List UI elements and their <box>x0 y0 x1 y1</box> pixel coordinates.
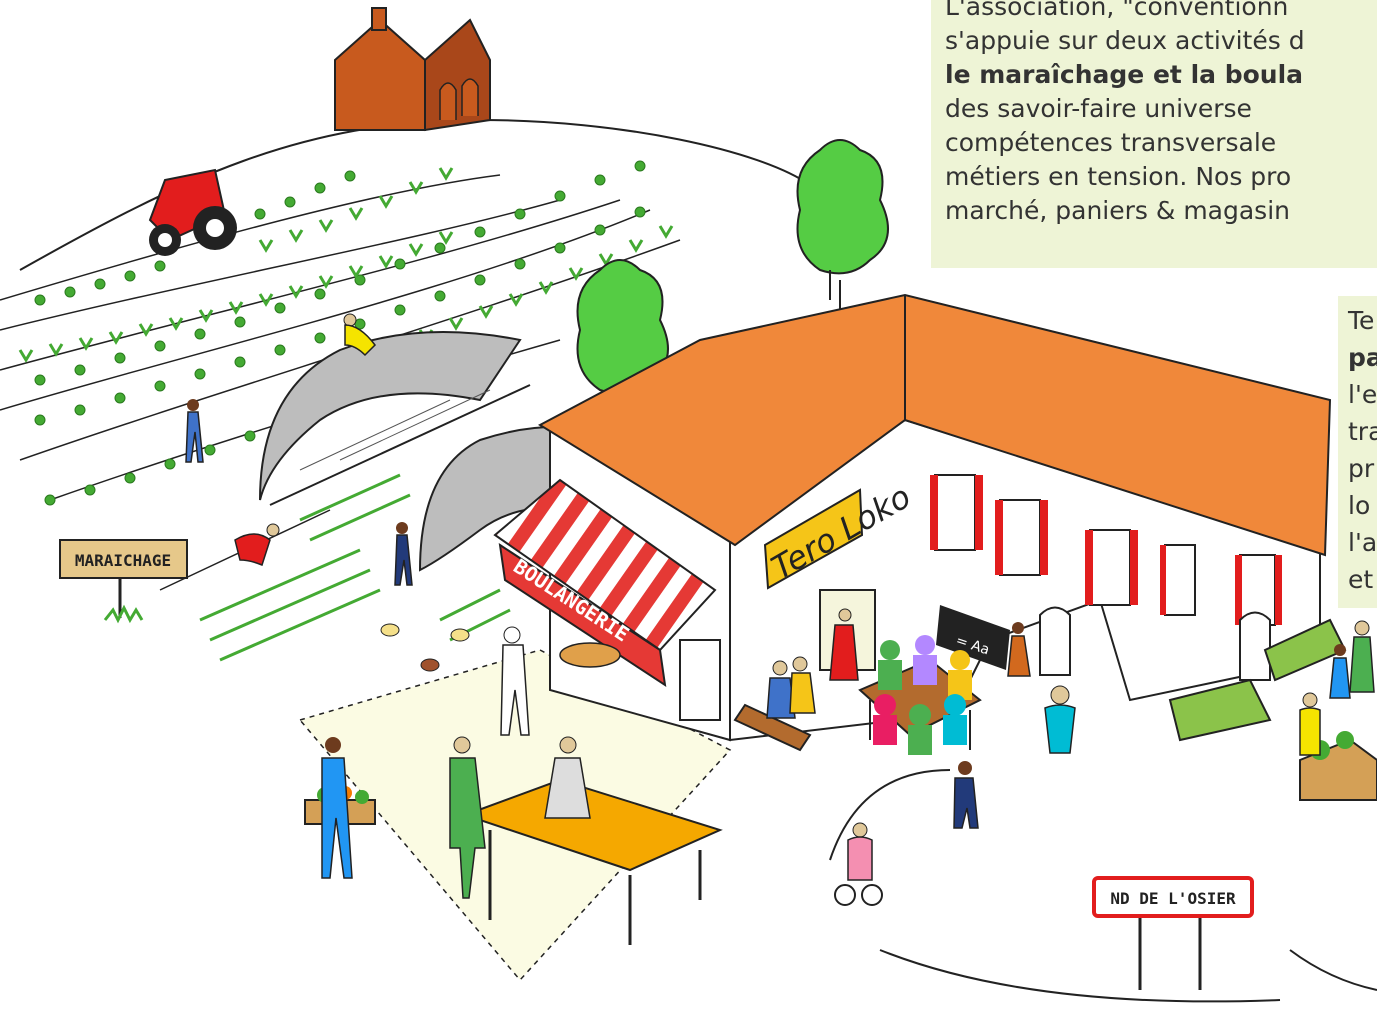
sprout-rows <box>18 167 674 363</box>
person-cyclist <box>834 822 883 906</box>
person-badminton-2 <box>953 761 979 829</box>
description-box-right: Te pa l'e tra pr lo l'a et <box>1338 296 1377 608</box>
church <box>334 7 491 132</box>
description-line: des savoir-faire universe <box>945 94 1252 123</box>
description-line: s'appuie sur deux activités d <box>945 26 1305 55</box>
road <box>829 769 1377 1003</box>
greenhouse-1 <box>259 331 531 506</box>
description-line: tra <box>1348 417 1377 446</box>
person-table-5 <box>908 704 932 755</box>
description-line: lo <box>1348 491 1371 520</box>
town-sign: ND DE L'OSIER <box>1092 876 1254 990</box>
person-baker-oven <box>500 626 530 736</box>
description-line-bold: pa <box>1348 343 1377 372</box>
description-line: L'association, "conventionn <box>945 0 1289 21</box>
tractor <box>148 168 237 256</box>
description-line: métiers en tension. Nos pro <box>945 162 1292 191</box>
person-badminton-1 <box>1044 685 1076 754</box>
person-red <box>234 523 280 567</box>
person-crate-carrier <box>321 737 353 879</box>
description-line: et <box>1348 565 1374 594</box>
description-line: l'a <box>1348 528 1377 557</box>
person-table-1 <box>878 640 902 690</box>
description-line: l'e <box>1348 380 1377 409</box>
person-table-3 <box>948 650 972 700</box>
person-green-apron <box>449 736 486 899</box>
town-sign-text: ND DE L'OSIER <box>1110 889 1236 908</box>
person-bench-1 <box>766 660 796 719</box>
person-table-6 <box>943 694 967 745</box>
maraichage-sign-text: MARAICHAGE <box>75 551 171 570</box>
description-line: Te <box>1348 306 1375 335</box>
bench <box>733 703 812 752</box>
person-farmer-yellow <box>343 313 376 357</box>
person-bench-2 <box>789 656 816 714</box>
bread <box>559 642 621 668</box>
tree-right <box>796 139 889 320</box>
description-line: compétences transversale <box>945 128 1277 157</box>
person-chef <box>544 736 591 819</box>
roof <box>537 293 1332 557</box>
people <box>185 313 1375 906</box>
person-greenhouse <box>394 522 413 586</box>
person-table-4 <box>873 694 897 745</box>
person-teacher <box>1007 622 1031 677</box>
description-line-bold: le maraîchage et la boula <box>945 60 1304 89</box>
chickens <box>380 623 470 672</box>
person-watering <box>185 399 204 463</box>
person-crate-right <box>1299 692 1321 756</box>
description-line: pr <box>1348 454 1375 483</box>
person-table-2 <box>913 635 937 685</box>
maraichage-sign: MARAICHAGE <box>59 539 188 624</box>
house <box>537 293 1332 742</box>
person-right-2 <box>1349 620 1375 693</box>
person-window <box>829 608 859 681</box>
person-right-1 <box>1329 644 1351 699</box>
description-line: marché, paniers & magasin <box>945 196 1290 225</box>
description-box-top: L'association, "conventionn s'appuie sur… <box>931 0 1377 268</box>
work-table <box>461 778 723 945</box>
